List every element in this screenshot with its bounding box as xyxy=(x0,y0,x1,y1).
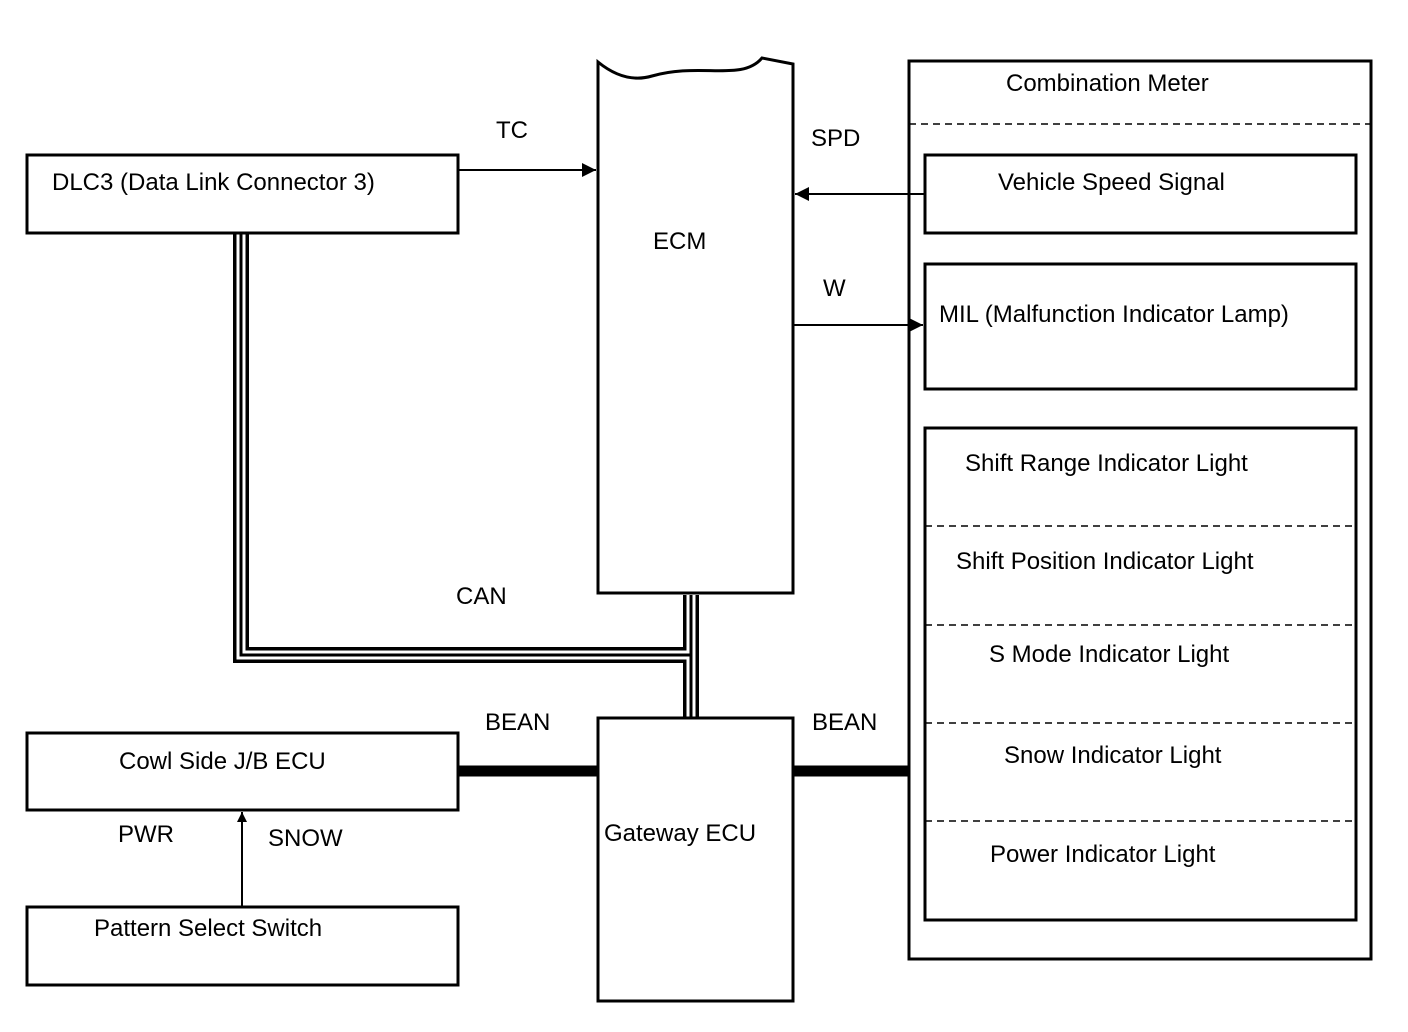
can-label: CAN xyxy=(456,583,507,610)
combination-meter-label: Combination Meter xyxy=(1006,70,1209,97)
ecm-block: ECM xyxy=(596,56,795,595)
pattern-select-switch-label: Pattern Select Switch xyxy=(94,915,322,942)
mil-label: MIL (Malfunction Indicator Lamp) xyxy=(939,301,1289,328)
indicator-s-mode: S Mode Indicator Light xyxy=(989,641,1229,668)
cowl-side-ecu-label: Cowl Side J/B ECU xyxy=(119,748,326,775)
can-bus-line xyxy=(233,234,699,718)
bean-right-label: BEAN xyxy=(812,709,877,736)
vehicle-speed-signal-block: Vehicle Speed Signal xyxy=(923,153,1358,235)
indicator-shift-position: Shift Position Indicator Light xyxy=(956,548,1254,575)
tc-label: TC xyxy=(496,117,528,144)
vehicle-speed-signal-label: Vehicle Speed Signal xyxy=(998,169,1225,196)
indicator-lights-block: Shift Range Indicator Light Shift Positi… xyxy=(923,426,1358,922)
gateway-ecu-label: Gateway ECU xyxy=(604,820,756,847)
bean-left-label: BEAN xyxy=(485,709,550,736)
indicator-shift-range: Shift Range Indicator Light xyxy=(965,450,1248,477)
spd-label: SPD xyxy=(811,125,860,152)
cowl-side-ecu-block: Cowl Side J/B ECU xyxy=(25,731,460,812)
pwr-label: PWR xyxy=(118,821,174,848)
dlc3-block: DLC3 (Data Link Connector 3) xyxy=(25,153,460,235)
snow-label: SNOW xyxy=(268,825,343,852)
w-label: W xyxy=(823,275,846,302)
indicator-snow: Snow Indicator Light xyxy=(1004,742,1222,769)
pattern-select-switch-block: Pattern Select Switch xyxy=(25,905,460,987)
indicator-power: Power Indicator Light xyxy=(990,841,1216,868)
dlc3-label: DLC3 (Data Link Connector 3) xyxy=(52,169,375,196)
combination-meter-block: Combination Meter Vehicle Speed Signal M… xyxy=(907,59,1373,961)
ecm-label: ECM xyxy=(653,228,706,255)
mil-block: MIL (Malfunction Indicator Lamp) xyxy=(923,262,1358,391)
gateway-ecu-block: Gateway ECU xyxy=(596,716,795,1003)
